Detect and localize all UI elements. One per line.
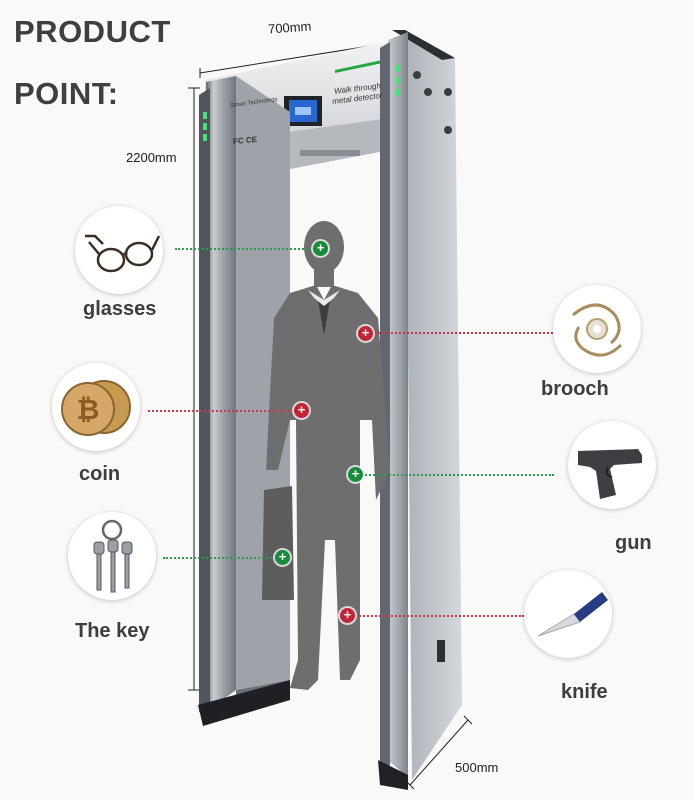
gun-icon bbox=[578, 449, 642, 499]
svg-text:₿: ₿ bbox=[77, 393, 100, 426]
detection-marker-leg: + bbox=[340, 608, 355, 623]
knife-icon bbox=[537, 592, 608, 637]
width-dimension-label: 700mm bbox=[267, 18, 312, 37]
detection-marker-waist: + bbox=[294, 403, 309, 418]
leader-line-knife bbox=[352, 615, 524, 617]
key-icon bbox=[93, 519, 133, 593]
brooch-label: brooch bbox=[541, 378, 609, 400]
leader-line-glasses bbox=[175, 248, 315, 250]
gun-thumbnail bbox=[568, 421, 656, 509]
leader-line-gun bbox=[362, 474, 554, 476]
key-thumbnail bbox=[68, 512, 156, 600]
heading-line1: PRODUCT bbox=[14, 14, 171, 49]
heading-line2: POINT: bbox=[14, 76, 119, 111]
detection-marker-chest: + bbox=[358, 326, 373, 341]
glasses-icon bbox=[85, 234, 161, 273]
gun-label: gun bbox=[615, 532, 652, 554]
detection-marker-head: + bbox=[313, 241, 328, 256]
detection-marker-hip: + bbox=[348, 467, 363, 482]
right-pillar bbox=[388, 32, 408, 778]
depth-dimension-label: 500mm bbox=[455, 760, 499, 775]
leader-line-brooch bbox=[370, 332, 553, 334]
coin-label: coin bbox=[79, 463, 121, 485]
led-indicators bbox=[203, 65, 400, 141]
left-pillar bbox=[206, 76, 236, 712]
brooch-thumbnail bbox=[553, 285, 641, 373]
coin-icon: ₿ bbox=[61, 380, 131, 436]
leader-line-key bbox=[163, 557, 276, 559]
knife-thumbnail bbox=[524, 570, 612, 658]
glasses-thumbnail bbox=[75, 206, 163, 294]
glasses-label: glasses bbox=[83, 298, 157, 320]
key-label: The key bbox=[75, 620, 150, 642]
brooch-icon bbox=[572, 303, 623, 357]
person-silhouette bbox=[262, 221, 390, 690]
detection-marker-hand: + bbox=[275, 550, 290, 565]
coin-thumbnail: ₿ bbox=[52, 363, 140, 451]
knife-label: knife bbox=[561, 681, 608, 703]
leader-line-coin bbox=[148, 410, 298, 412]
height-dimension-label: 2200mm bbox=[126, 150, 177, 165]
